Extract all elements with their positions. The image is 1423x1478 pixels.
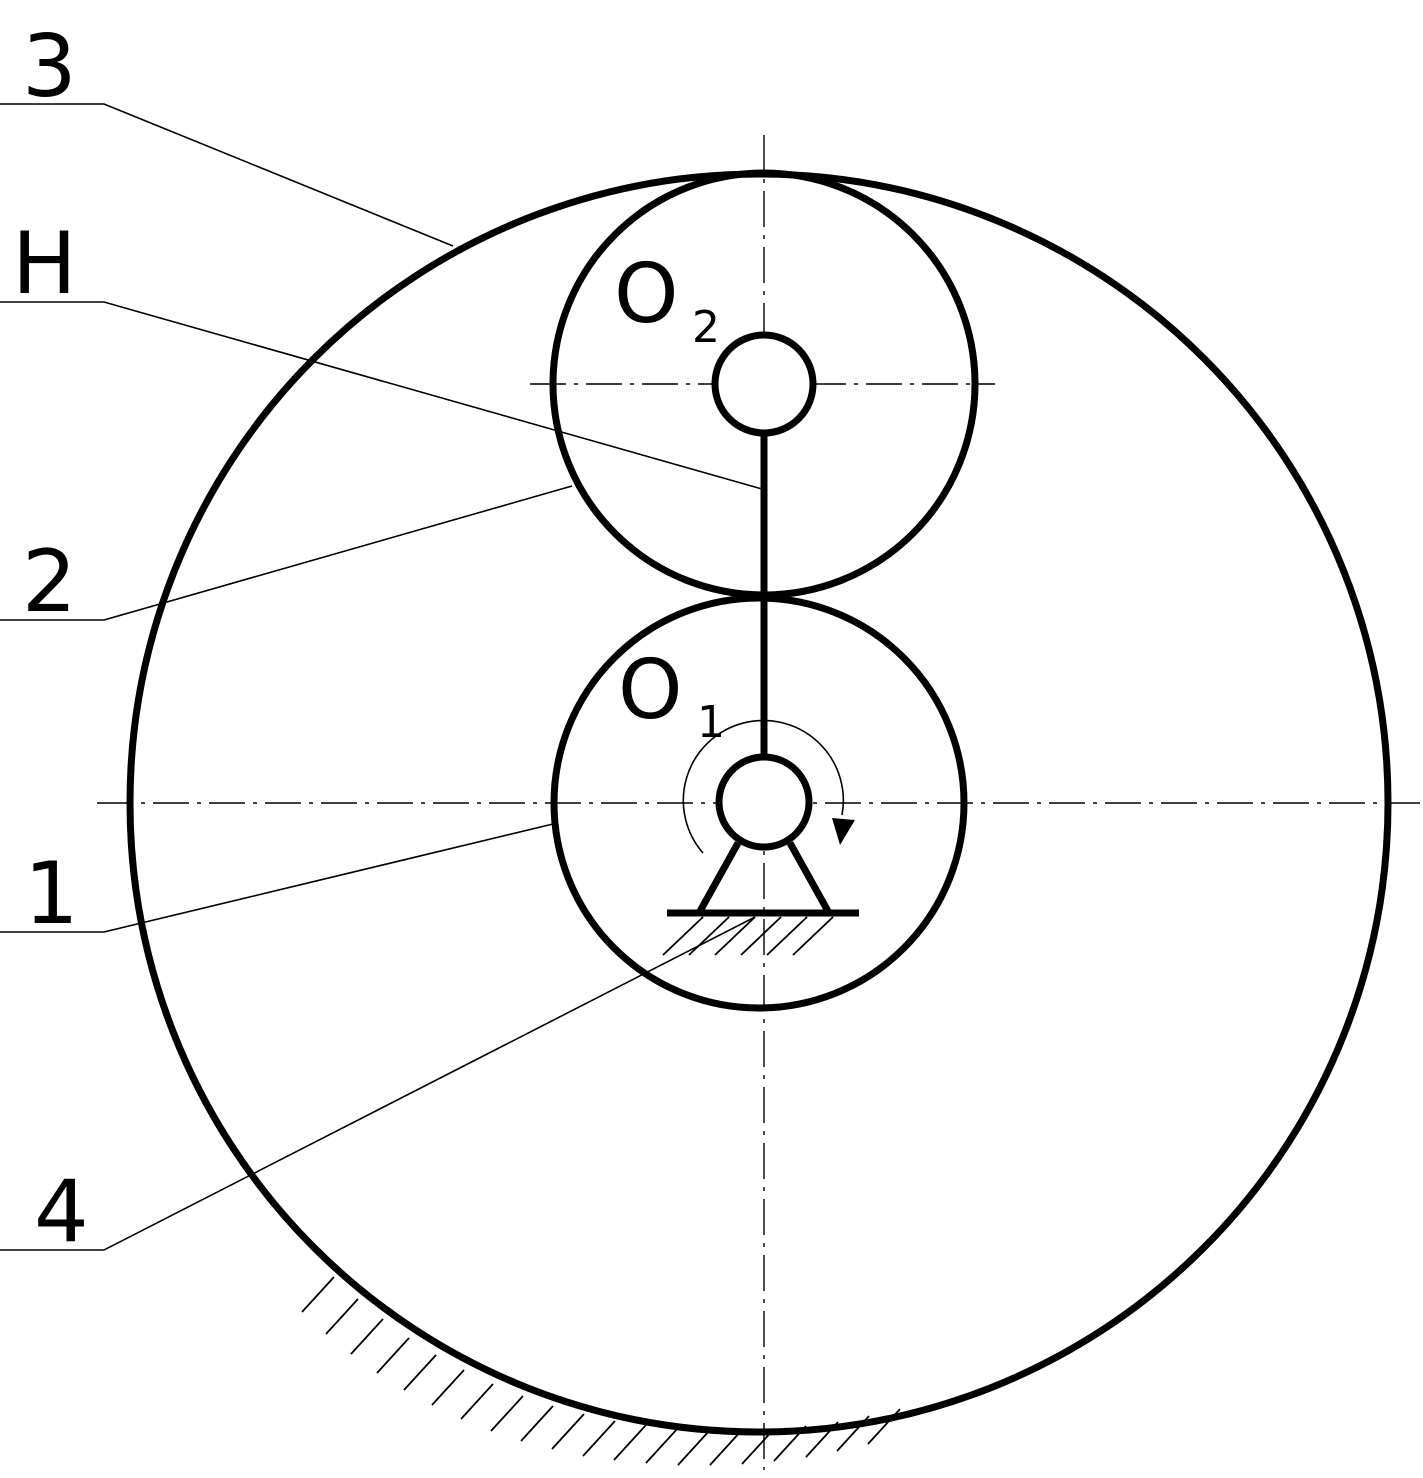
leader-1 [0, 823, 554, 933]
leader-2 [0, 485, 573, 621]
label-o2-letter: O [614, 247, 679, 342]
label-frame-4: 4 [34, 1162, 89, 1262]
support-hatching [662, 916, 834, 956]
leader-4 [0, 916, 756, 1251]
label-sun-gear-1: 1 [24, 844, 79, 944]
hinge-o1 [715, 753, 813, 851]
label-o1-subscript: 1 [697, 697, 725, 748]
leader-3 [0, 103, 454, 247]
sun-gear-1 [550, 594, 968, 1012]
label-carrier-h: H [12, 214, 77, 314]
label-o2-subscript: 2 [692, 302, 720, 353]
fixed-support [662, 841, 859, 956]
support-leg-left [695, 841, 742, 915]
leader-lines [0, 103, 763, 1251]
label-ring-gear-3: 3 [22, 17, 77, 117]
rotation-arrow-icon [682, 719, 855, 854]
label-o1-letter: O [618, 643, 683, 738]
support-leg-right [786, 841, 833, 915]
leader-h [0, 301, 763, 490]
hinge-o2 [711, 331, 817, 437]
label-planet-gear-2: 2 [22, 532, 77, 632]
ring-ground-hatching [301, 1276, 901, 1466]
